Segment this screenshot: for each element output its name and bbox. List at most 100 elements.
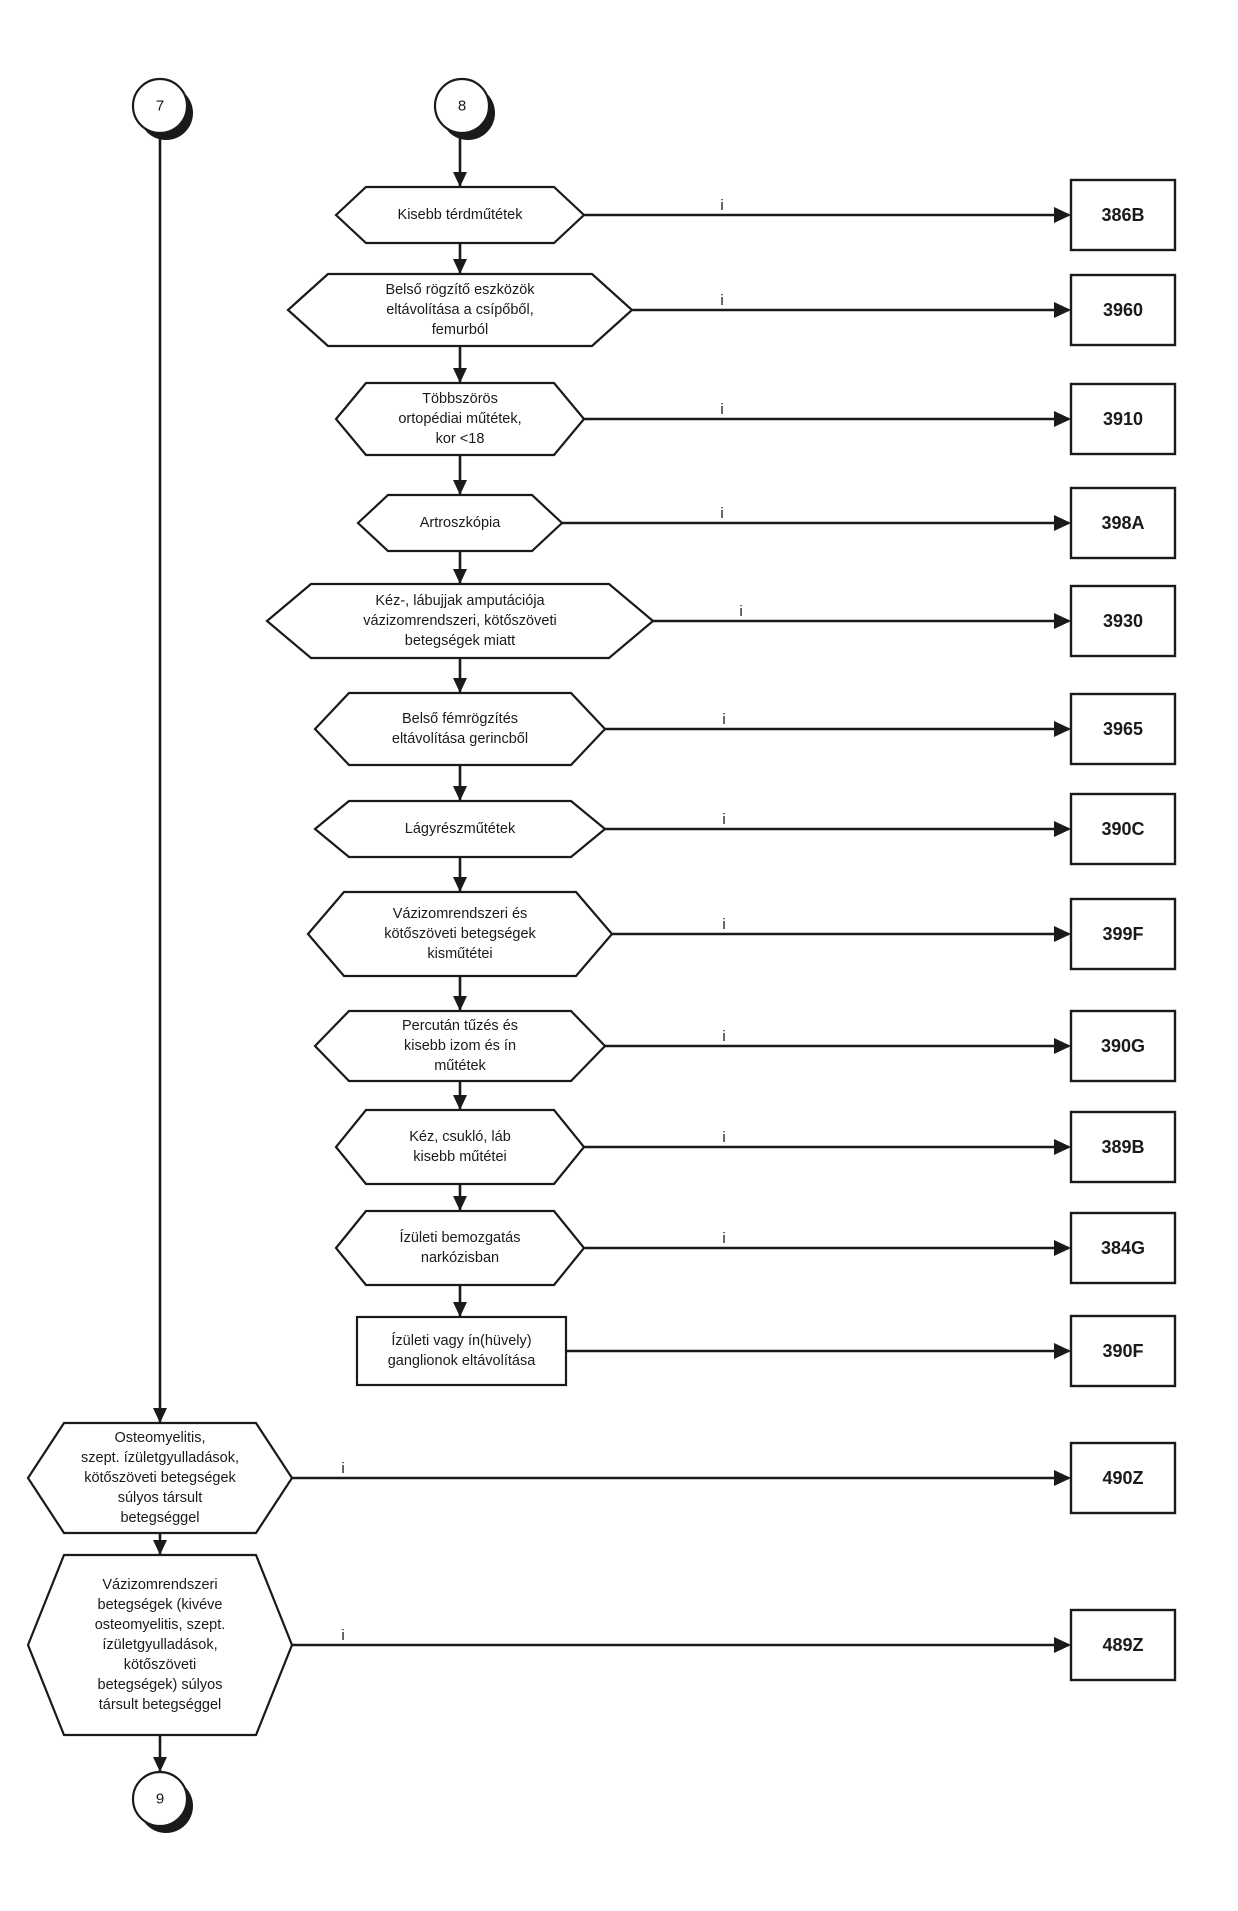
edge-label-i: i	[720, 292, 723, 309]
decision-489Z-label-line: osteomyelitis, szept.	[95, 1617, 226, 1633]
decision-384G-label-line: Ízületi bemozgatás	[400, 1229, 521, 1246]
decision-390C	[313, 799, 607, 859]
decision-390C-label: Lágyrészműtétek	[405, 821, 516, 837]
drg-code-389B	[1069, 1110, 1177, 1184]
arrow-head	[453, 480, 467, 495]
arrow-head	[453, 1095, 467, 1110]
decision-490Z	[26, 1421, 294, 1535]
drg-code-398A-text: 398A	[1101, 513, 1144, 533]
decision-386B	[334, 185, 586, 245]
decision-386B-label-line: Kisebb térdműtétek	[398, 207, 524, 223]
process-390F-label-line: ganglionok eltávolítása	[388, 1353, 536, 1369]
decision-490Z-label: Osteomyelitis,szept. ízületgyulladások,k…	[81, 1430, 239, 1526]
process-390F-label: Ízületi vagy ín(hüvely) ganglionok eltávo…	[388, 1332, 536, 1369]
drg-code-3960	[1069, 273, 1177, 347]
arrow-head	[1054, 721, 1071, 737]
arrow-head	[1054, 1637, 1071, 1653]
connector-8	[433, 77, 491, 135]
arrow-head	[1054, 1240, 1071, 1256]
edges	[153, 134, 1071, 1772]
decision-489Z-label-line: társult betegséggel	[99, 1697, 222, 1713]
drg-code-3910-text: 3910	[1103, 409, 1143, 429]
decision-399F-label: Vázizomrendszeri és kötőszöveti betegsége…	[384, 906, 536, 962]
drg-code-3930-text: 3930	[1103, 611, 1143, 631]
decision-389B	[334, 1108, 586, 1186]
arrow-head	[1054, 613, 1071, 629]
decision-398A-label-line: Artroszkópia	[420, 515, 502, 531]
connector-7	[131, 77, 189, 135]
drg-code-3965	[1069, 692, 1177, 766]
decision-390G	[313, 1009, 607, 1083]
drg-code-390F-text: 390F	[1102, 1341, 1143, 1361]
drg-code-490Z-text: 490Z	[1102, 1468, 1143, 1488]
arrow-head	[453, 259, 467, 274]
drg-code-3960-text: 3960	[1103, 300, 1143, 320]
drg-code-386B-text: 386B	[1101, 205, 1144, 225]
decision-3960	[286, 272, 634, 348]
edge-label-i: i	[722, 711, 725, 728]
decision-390G-label-line: Percután tűzés és	[402, 1018, 518, 1034]
drg-code-3930	[1069, 584, 1177, 658]
connector-8-label: 8	[458, 98, 466, 115]
decision-399F-label-line: kötőszöveti betegségek	[384, 926, 536, 942]
decision-399F-label-line: Vázizomrendszeri és	[393, 906, 528, 922]
decision-3910-label-line: Többszörös	[422, 391, 498, 407]
arrow-head	[453, 1302, 467, 1317]
drg-code-398A	[1069, 486, 1177, 560]
arrow-head	[1054, 411, 1071, 427]
arrow-head	[453, 1196, 467, 1211]
edge-label-i: i	[722, 811, 725, 828]
decision-490Z-label-line: Osteomyelitis,	[114, 1430, 205, 1446]
drg-code-386B	[1069, 178, 1177, 252]
arrow-head	[1054, 302, 1071, 318]
process-390F-label-line: Ízületi vagy ín(hüvely)	[391, 1332, 531, 1349]
arrow-head	[453, 996, 467, 1011]
decision-389B-label-line: Kéz, csukló, láb	[409, 1129, 511, 1145]
decision-490Z-label-line: kötőszöveti betegségek	[84, 1470, 236, 1486]
decision-3965-label-line: eltávolítása gerincből	[392, 731, 528, 747]
edge-label-i: i	[720, 401, 723, 418]
decision-3960-label-line: eltávolítása a csípőből,	[386, 302, 534, 318]
decision-490Z-label-line: súlyos társult	[118, 1490, 203, 1506]
decision-3930	[265, 582, 655, 660]
edge-label-i: i	[722, 1230, 725, 1247]
decision-489Z-label-line: betegségek) súlyos	[98, 1677, 223, 1693]
decision-399F-label-line: kisműtétei	[427, 946, 492, 962]
decision-386B-label: Kisebb térdműtétek	[398, 207, 524, 223]
arrow-head	[1054, 1038, 1071, 1054]
arrow-head	[453, 786, 467, 801]
decision-3960-label: Belső rögzítő eszközök eltávolítása a csí…	[385, 282, 535, 338]
edge-label-i: i	[722, 1028, 725, 1045]
arrow-head	[453, 877, 467, 892]
drg-code-384G-text: 384G	[1101, 1238, 1145, 1258]
edge-label-i: i	[722, 916, 725, 933]
drg-code-384G	[1069, 1211, 1177, 1285]
edge-label-i: i	[720, 197, 723, 214]
arrow-head	[153, 1540, 167, 1555]
decision-3930-label-line: Kéz-, lábujjak amputációja	[375, 593, 545, 609]
drg-code-399F-text: 399F	[1102, 924, 1143, 944]
edge-label-i: i	[341, 1460, 344, 1477]
decision-490Z-label-line: betegséggel	[120, 1510, 199, 1526]
decision-398A-label: Artroszkópia	[420, 515, 502, 531]
decision-489Z-label-line: betegségek (kivéve	[98, 1597, 223, 1613]
arrow-head	[1054, 926, 1071, 942]
arrow-head	[1054, 515, 1071, 531]
drg-code-390F	[1069, 1314, 1177, 1388]
decision-389B-label-line: kisebb műtétei	[413, 1149, 507, 1165]
drg-code-489Z	[1069, 1608, 1177, 1682]
connector-9-label: 9	[156, 1791, 164, 1808]
decision-398A	[356, 493, 564, 553]
drg-code-490Z	[1069, 1441, 1177, 1515]
drg-code-489Z-text: 489Z	[1102, 1635, 1143, 1655]
decision-489Z	[26, 1553, 294, 1737]
connector-7-label: 7	[156, 98, 164, 115]
drg-code-399F	[1069, 897, 1177, 971]
decision-3960-label-line: Belső rögzítő eszközök	[385, 282, 535, 298]
